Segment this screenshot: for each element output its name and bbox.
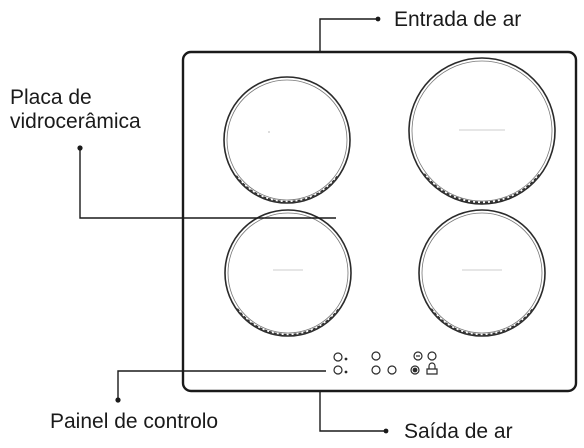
power-icon [333,352,343,362]
burner-top-right [408,57,556,205]
control-button [387,365,397,375]
leader-dot [375,16,381,22]
control-dot [344,370,348,374]
cooktop-outline [181,50,578,393]
burner-bottom-left [224,209,352,337]
leader-glass-plate [79,148,336,219]
label-control-panel: Painel de controlo [50,410,219,433]
control-button [371,351,381,361]
label-glass-plate-line2: vidrocerâmica [10,110,141,133]
lock-icon [333,365,343,375]
control-panel [333,351,438,375]
leader-air-outlet [319,391,386,432]
boost-icon [410,365,420,375]
leader-dot [383,428,389,434]
leader-dot [77,145,83,151]
control-dot [344,357,348,361]
leader-dot [115,397,121,403]
label-glass-plate: Placa de vidrocerâmica [10,86,141,134]
leader-air-inlet [319,18,378,52]
boost-core [412,367,418,373]
control-button [427,351,437,361]
leader-control-panel [117,370,326,400]
timer-icon [413,351,423,361]
label-glass-plate-line1: Placa de [10,86,92,109]
lock-icon [426,362,438,375]
label-air-inlet: Entrada de ar [394,8,522,31]
burner-bottom-right [418,209,546,337]
control-button [371,365,381,375]
burner-top-left [223,76,351,204]
label-air-outlet: Saída de ar [404,420,513,443]
